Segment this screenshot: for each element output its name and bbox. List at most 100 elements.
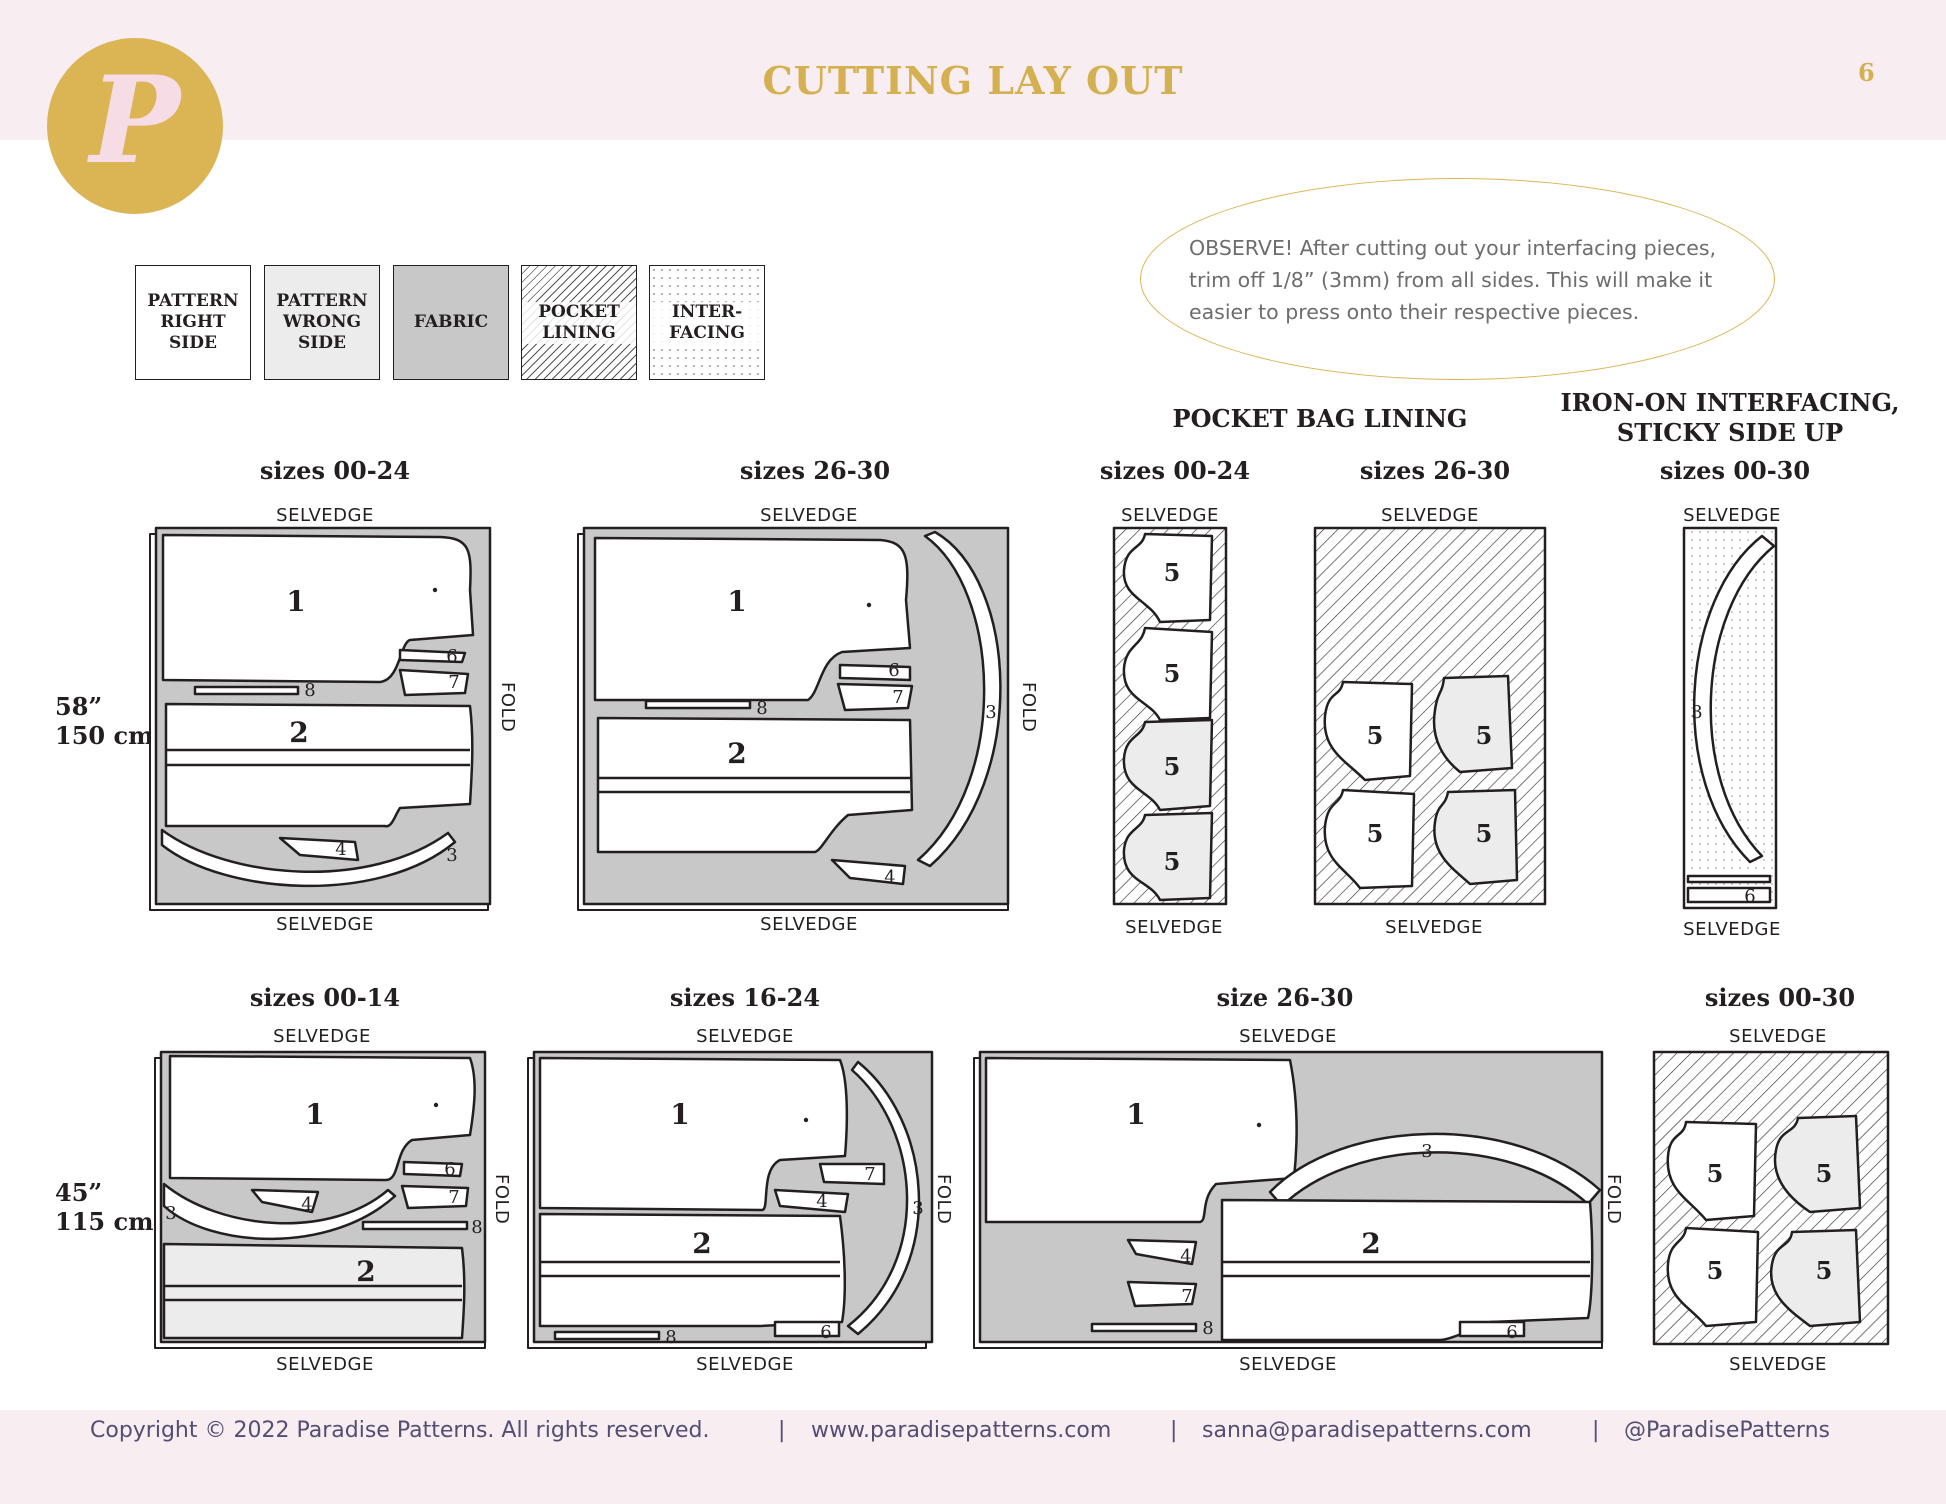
piece-number: 6 (820, 1322, 831, 1343)
pocket-lining-sizes-00-24 (1112, 526, 1228, 906)
footer-band (0, 1410, 1946, 1504)
piece-number: 5 (1367, 721, 1384, 750)
selvedge-label: SELVEDGE (1729, 1026, 1827, 1047)
piece-number: 5 (1476, 721, 1493, 750)
piece-number: 7 (1181, 1286, 1192, 1307)
selvedge-label: SELVEDGE (1239, 1026, 1337, 1047)
piece-number: 5 (1476, 819, 1493, 848)
row2-fabric-a-size: sizes 00-14 (249, 983, 401, 1012)
piece-number: 3 (446, 845, 457, 866)
legend-interfacing: INTER- FACING (649, 265, 765, 380)
piece-2-back (162, 1242, 466, 1340)
row1-fabric-b-size: sizes 26-30 (739, 456, 891, 485)
piece-number: 5 (1164, 752, 1181, 781)
selvedge-label: SELVEDGE (1729, 1354, 1827, 1375)
piece-number: 1 (670, 1098, 689, 1131)
piece-number: 2 (692, 1227, 711, 1260)
piece-5 (1122, 811, 1214, 902)
observe-note-ellipse (1140, 178, 1775, 380)
footer-website-link[interactable]: www.paradisepatterns.com (811, 1418, 1112, 1443)
selvedge-label: SELVEDGE (1121, 505, 1219, 526)
piece-7 (818, 1162, 886, 1186)
selvedge-label: SELVEDGE (696, 1354, 794, 1375)
piece-4 (830, 858, 907, 886)
piece-1-front (168, 1054, 476, 1182)
piece-8 (193, 685, 300, 696)
piece-1-front (161, 533, 475, 684)
piece-8 (1090, 1322, 1198, 1333)
row2-fabric-c-size: size 26-30 (1216, 983, 1354, 1012)
pocket-lining-row2-sizes-00-30 (1652, 1050, 1890, 1346)
pocket-bag-lining-heading: POCKET BAG LINING (1172, 404, 1468, 433)
piece-number: 7 (864, 1164, 875, 1185)
piece-8 (361, 1220, 469, 1231)
piece-number: 6 (1506, 1322, 1517, 1343)
width-58-label: 58”150 cm (55, 692, 154, 750)
piece-5 (1323, 788, 1416, 890)
piece-number: 4 (301, 1194, 312, 1215)
footer: Copyright © 2022 Paradise Patterns. All … (0, 1418, 1946, 1448)
row2-pocket-size: sizes 00-30 (1704, 983, 1856, 1012)
layout-58-sizes-26-30 (577, 526, 1010, 911)
layout-45-sizes-00-14 (154, 1050, 487, 1349)
piece-2-back (1220, 1198, 1594, 1342)
piece-5 (1323, 680, 1414, 782)
legend-pattern-right-side: PATTERN RIGHT SIDE (135, 265, 251, 380)
piece-number: 5 (1816, 1256, 1833, 1285)
piece-number: 6 (1744, 886, 1755, 907)
piece-5 (1432, 674, 1514, 774)
selvedge-label: SELVEDGE (760, 914, 858, 935)
piece-number: 3 (912, 1198, 923, 1219)
piece-number: 1 (727, 585, 746, 618)
piece-5 (1122, 718, 1214, 812)
piece-number: 4 (1180, 1246, 1191, 1267)
selvedge-label: SELVEDGE (1385, 917, 1483, 938)
piece-6 (398, 648, 467, 664)
piece-3-waistband (1692, 534, 1776, 864)
legend-fabric: FABRIC (393, 265, 509, 380)
piece-3-waistband (162, 1182, 397, 1241)
piece-number: 3 (1421, 1141, 1432, 1162)
selvedge-label: SELVEDGE (1239, 1354, 1337, 1375)
piece-6 (838, 663, 912, 682)
piece-number: 2 (356, 1255, 375, 1288)
footer-email-link[interactable]: sanna@paradisepatterns.com (1202, 1418, 1532, 1443)
piece-number: 5 (1816, 1159, 1833, 1188)
piece-number: 6 (888, 660, 899, 681)
row1-pocket-a-size: sizes 00-24 (1099, 456, 1251, 485)
page-number: 6 (1858, 58, 1875, 87)
piece-number: 4 (884, 867, 895, 888)
piece-number: 4 (335, 839, 346, 860)
selvedge-label: SELVEDGE (696, 1026, 794, 1047)
piece-number: 1 (305, 1098, 324, 1131)
piece-number: 7 (448, 672, 459, 693)
piece-8 (644, 699, 752, 710)
piece-6 (773, 1320, 841, 1338)
piece-number: 1 (286, 585, 305, 618)
piece-5 (1122, 626, 1214, 722)
selvedge-label: SELVEDGE (1125, 917, 1223, 938)
piece-number: 8 (471, 1217, 482, 1238)
piece-7 (1126, 1280, 1198, 1308)
piece-number: 8 (756, 698, 767, 719)
footer-separator: | (778, 1418, 786, 1443)
piece-5 (1122, 532, 1214, 624)
piece-4 (1126, 1238, 1198, 1266)
footer-separator: | (1592, 1418, 1600, 1443)
piece-5 (1773, 1114, 1862, 1214)
piece-number: 5 (1164, 659, 1181, 688)
footer-copyright: Copyright © 2022 Paradise Patterns. All … (90, 1418, 710, 1443)
piece-number: 7 (448, 1187, 459, 1208)
footer-social-link[interactable]: @ParadisePatterns (1624, 1418, 1830, 1443)
piece-number: 8 (1202, 1318, 1213, 1339)
piece-number: 5 (1164, 847, 1181, 876)
selvedge-label: SELVEDGE (760, 505, 858, 526)
legend-pattern-wrong-side: PATTERN WRONG SIDE (264, 265, 380, 380)
piece-3-waistband (160, 828, 457, 888)
layout-45-sizes-26-30 (973, 1050, 1604, 1349)
piece-number: 4 (816, 1191, 827, 1212)
selvedge-label: SELVEDGE (276, 914, 374, 935)
legend-pocket-lining: POCKET LINING (521, 265, 637, 380)
piece-number: 5 (1164, 558, 1181, 587)
interfacing-sizes-00-30 (1682, 526, 1778, 910)
